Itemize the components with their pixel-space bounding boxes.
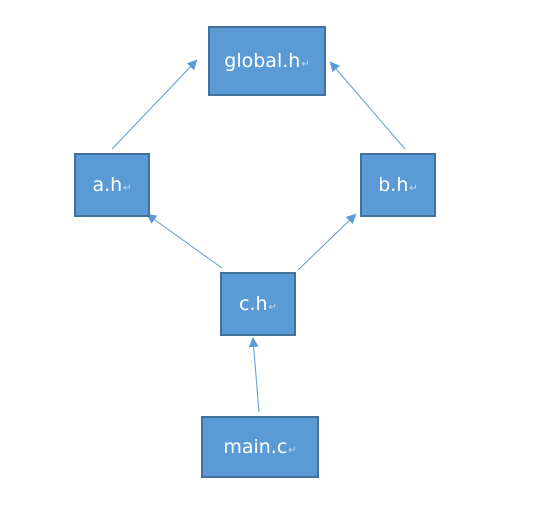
arrow-main-to-c bbox=[248, 337, 260, 413]
node-label: a.h bbox=[92, 174, 123, 196]
node-label: b.h bbox=[378, 174, 409, 196]
node-label: global.h bbox=[224, 50, 301, 72]
paragraph-mark-icon: ↵ bbox=[268, 301, 277, 313]
paragraph-mark-icon: ↵ bbox=[301, 58, 310, 70]
node-label: main.c bbox=[223, 436, 288, 458]
node-a-h[interactable]: a.h↵ bbox=[74, 153, 150, 217]
paragraph-mark-icon: ↵ bbox=[123, 182, 132, 194]
arrow-b-to-global bbox=[329, 61, 406, 150]
node-c-h[interactable]: c.h↵ bbox=[220, 272, 296, 336]
arrow-a-to-global bbox=[111, 59, 198, 150]
paragraph-mark-icon: ↵ bbox=[409, 182, 418, 194]
node-main-c[interactable]: main.c↵ bbox=[201, 416, 319, 478]
node-global-h[interactable]: global.h↵ bbox=[208, 26, 326, 96]
arrow-c-to-b bbox=[297, 213, 357, 271]
node-label: c.h bbox=[239, 293, 268, 315]
paragraph-mark-icon: ↵ bbox=[288, 444, 297, 456]
arrow-c-to-a bbox=[146, 213, 223, 269]
node-b-h[interactable]: b.h↵ bbox=[360, 153, 436, 217]
